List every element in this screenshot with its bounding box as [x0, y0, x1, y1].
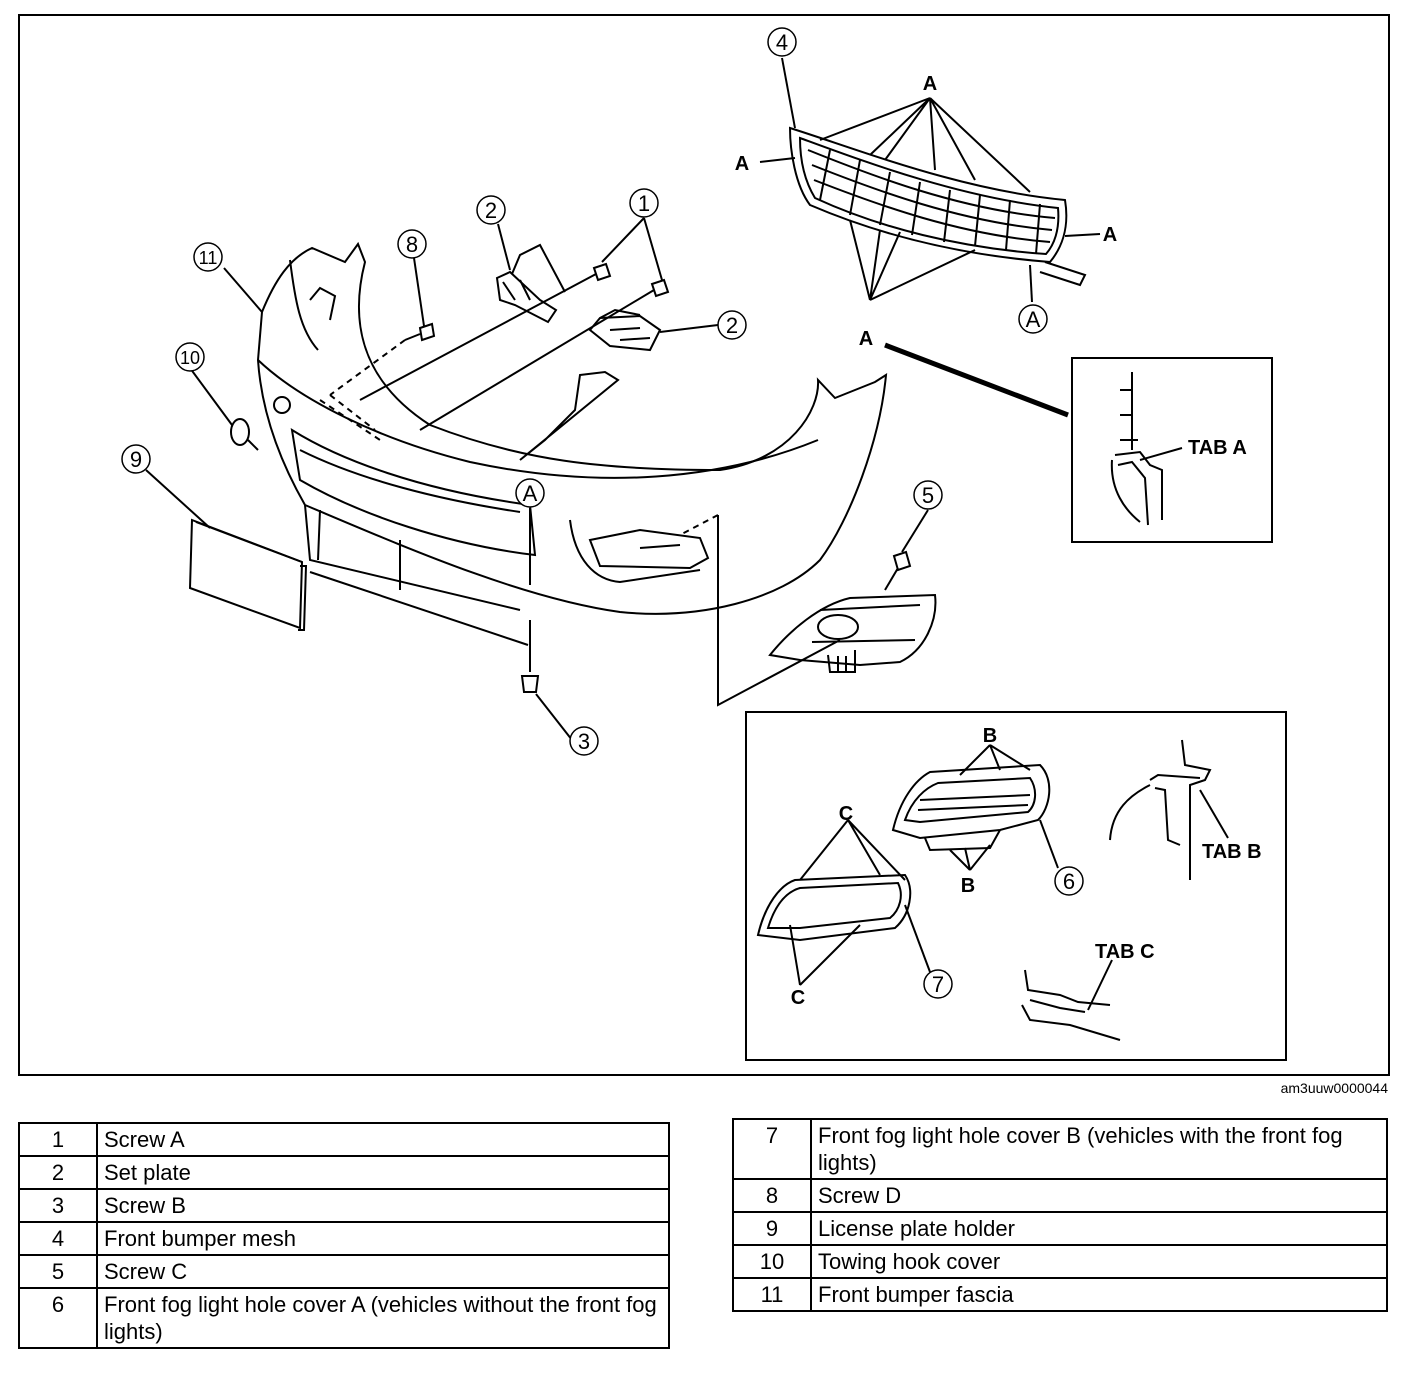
- legend-description: Screw D: [810, 1178, 1388, 1213]
- text-labels: A A A A TAB A TAB B TAB C B B C C: [735, 73, 1262, 1009]
- label-c-top: C: [839, 803, 853, 825]
- label-a-top: A: [923, 73, 937, 95]
- set-plate-right: [588, 308, 662, 352]
- legend-number: 3: [18, 1188, 98, 1223]
- legend-number: 11: [732, 1277, 812, 1312]
- legend-number: 2: [18, 1155, 98, 1190]
- diagram-frame: [18, 14, 1390, 1076]
- legend-number: 7: [732, 1118, 812, 1180]
- legend-description: Front fog light hole cover A (vehicles w…: [96, 1287, 670, 1349]
- svg-text:6: 6: [1063, 869, 1075, 894]
- fog-cover-detail: [745, 711, 1287, 1061]
- callout-2b: 2: [717, 310, 747, 340]
- label-c-bottom: C: [791, 987, 805, 1009]
- callout-2a: 2: [476, 195, 506, 225]
- fog-light-cover-assembly: [679, 514, 937, 707]
- label-b-bottom: B: [961, 875, 975, 897]
- callout-a-circled-2: A: [1018, 304, 1048, 334]
- circled-callouts: 1 2 2 3 4 5 6 7 8 9 10 11 A A: [121, 27, 1084, 999]
- label-a-left: A: [735, 153, 749, 175]
- label-b-top: B: [983, 725, 997, 747]
- svg-text:7: 7: [932, 972, 944, 997]
- callout-1: 1: [629, 188, 659, 218]
- callout-4: 4: [767, 27, 797, 57]
- callout-11: 11: [193, 242, 223, 272]
- svg-text:A: A: [523, 481, 538, 506]
- legend-number: 9: [732, 1211, 812, 1246]
- mesh-leader-lines: [759, 97, 1101, 418]
- svg-text:4: 4: [776, 30, 788, 55]
- legend-description: License plate holder: [810, 1211, 1388, 1246]
- callout-9: 9: [121, 444, 151, 474]
- legend-description: Screw B: [96, 1188, 670, 1223]
- towing-hook-cover: [230, 418, 259, 451]
- callout-3: 3: [569, 726, 599, 756]
- callout-5: 5: [913, 480, 943, 510]
- legend-description: Front fog light hole cover B (vehicles w…: [810, 1118, 1388, 1180]
- set-plate-left: [495, 243, 566, 324]
- label-a-bottom: A: [859, 328, 873, 350]
- svg-text:5: 5: [922, 483, 934, 508]
- legend-description: Front bumper mesh: [96, 1221, 670, 1256]
- label-tab-b: TAB B: [1202, 841, 1262, 863]
- legend-description: Screw A: [96, 1122, 670, 1157]
- legend-description: Set plate: [96, 1155, 670, 1190]
- label-tab-c: TAB C: [1095, 941, 1155, 963]
- front-bumper-mesh: [788, 126, 1087, 287]
- legend-number: 8: [732, 1178, 812, 1213]
- screw-b: [309, 571, 540, 693]
- screw-d: [329, 322, 436, 396]
- svg-text:11: 11: [199, 248, 218, 268]
- legend-description: Front bumper fascia: [810, 1277, 1388, 1312]
- legend-number: 1: [18, 1122, 98, 1157]
- callout-a-circled-1: A: [515, 478, 545, 508]
- svg-text:10: 10: [180, 348, 200, 368]
- bumper-fascia: [256, 241, 888, 615]
- legend-description: Screw C: [96, 1254, 670, 1289]
- svg-text:9: 9: [130, 447, 142, 472]
- legend-number: 6: [18, 1287, 98, 1349]
- figure-id: am3uuw0000044: [1280, 1080, 1388, 1096]
- legend-number: 4: [18, 1221, 98, 1256]
- callout-10: 10: [175, 342, 205, 372]
- legend-number: 10: [732, 1244, 812, 1279]
- svg-text:8: 8: [406, 232, 418, 257]
- screw-a: [359, 262, 670, 431]
- legend-description: Towing hook cover: [810, 1244, 1388, 1279]
- callout-8: 8: [397, 229, 427, 259]
- legend-number: 5: [18, 1254, 98, 1289]
- svg-text:A: A: [1026, 307, 1041, 332]
- svg-text:2: 2: [726, 313, 738, 338]
- svg-text:3: 3: [578, 729, 590, 754]
- exploded-diagram: 1 2 2 3 4 5 6 7 8 9 10 11 A A A A A A TA…: [121, 27, 1287, 1061]
- screw-c: [884, 550, 912, 591]
- license-plate-holder: [188, 518, 308, 631]
- svg-text:2: 2: [485, 198, 497, 223]
- label-tab-a: TAB A: [1188, 437, 1247, 459]
- label-a-right: A: [1103, 224, 1117, 246]
- callout-6: 6: [1054, 866, 1084, 896]
- callout-7: 7: [923, 969, 953, 999]
- svg-text:1: 1: [638, 191, 650, 216]
- tab-a-detail: [1071, 357, 1273, 543]
- callout-leaders: [145, 57, 929, 741]
